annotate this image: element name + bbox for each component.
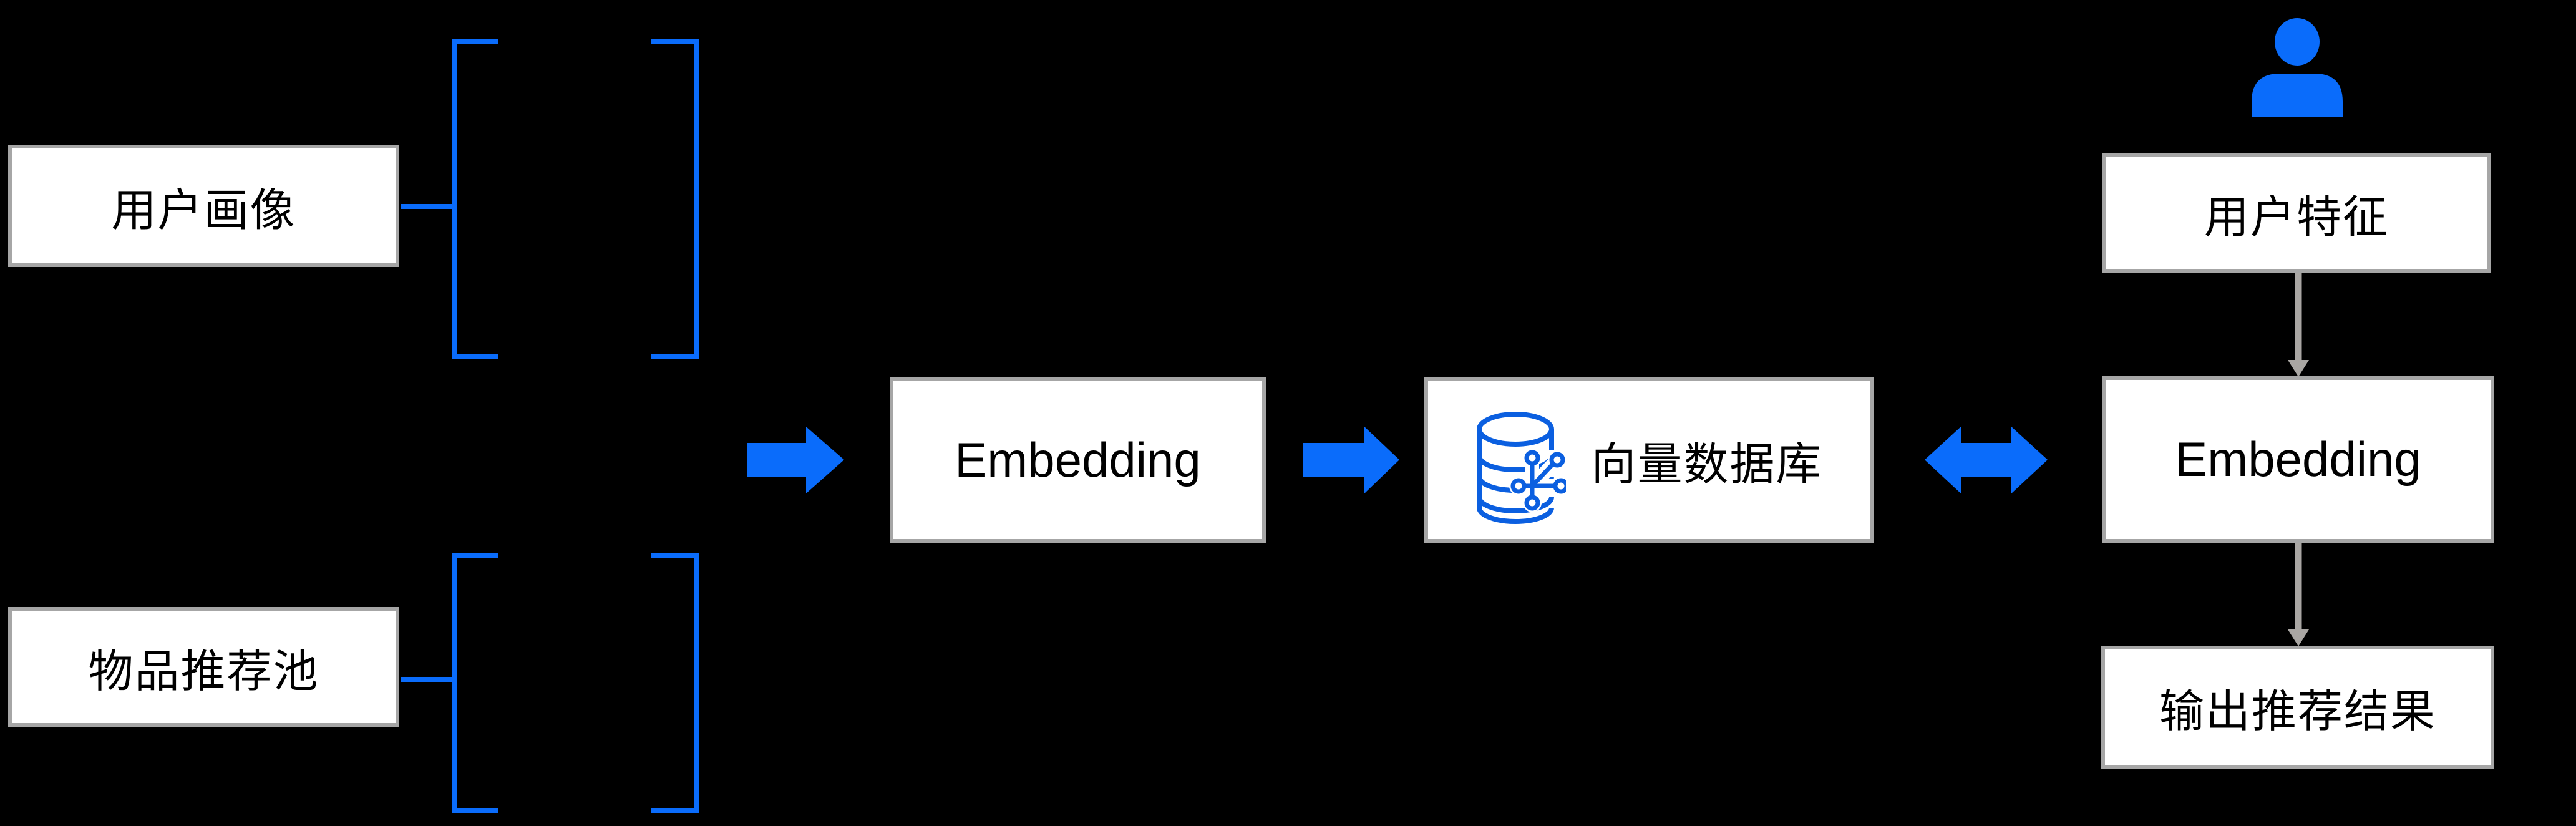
node-user-features: 用户特征 bbox=[2102, 153, 2491, 273]
down-arrow-user-features-to-embedding-icon bbox=[2288, 273, 2309, 377]
flow-arrow-to-embedding-icon bbox=[747, 427, 844, 493]
node-embedding-right-label: Embedding bbox=[2175, 432, 2421, 487]
matrix-bracket-right-top-icon bbox=[651, 39, 699, 359]
person-icon bbox=[2252, 18, 2343, 117]
matrix-bracket-left-top-icon bbox=[452, 39, 498, 359]
bidirectional-arrow-icon bbox=[1925, 427, 2048, 493]
node-user-profile: 用户画像 bbox=[8, 145, 399, 267]
node-item-pool: 物品推荐池 bbox=[8, 607, 399, 727]
matrix-bracket-left-bottom-icon bbox=[452, 553, 498, 813]
node-user-features-label: 用户特征 bbox=[2204, 192, 2389, 243]
node-item-pool-label: 物品推荐池 bbox=[88, 646, 319, 697]
node-embedding-left-label: Embedding bbox=[955, 432, 1201, 487]
node-output-result-label: 输出推荐结果 bbox=[2159, 687, 2436, 737]
node-user-profile-label: 用户画像 bbox=[111, 185, 296, 236]
node-embedding-right: Embedding bbox=[2102, 376, 2494, 543]
node-vector-db: 向量数据库 bbox=[1424, 377, 1874, 543]
node-vector-db-label: 向量数据库 bbox=[1591, 439, 1822, 490]
vector-database-icon bbox=[1477, 411, 1567, 524]
node-embedding-left: Embedding bbox=[890, 377, 1266, 543]
flow-arrow-to-vector-db-icon bbox=[1303, 427, 1399, 493]
matrix-bracket-right-bottom-icon bbox=[651, 553, 699, 813]
down-arrow-embedding-to-output-icon bbox=[2288, 543, 2309, 646]
node-output-result: 输出推荐结果 bbox=[2101, 646, 2494, 769]
